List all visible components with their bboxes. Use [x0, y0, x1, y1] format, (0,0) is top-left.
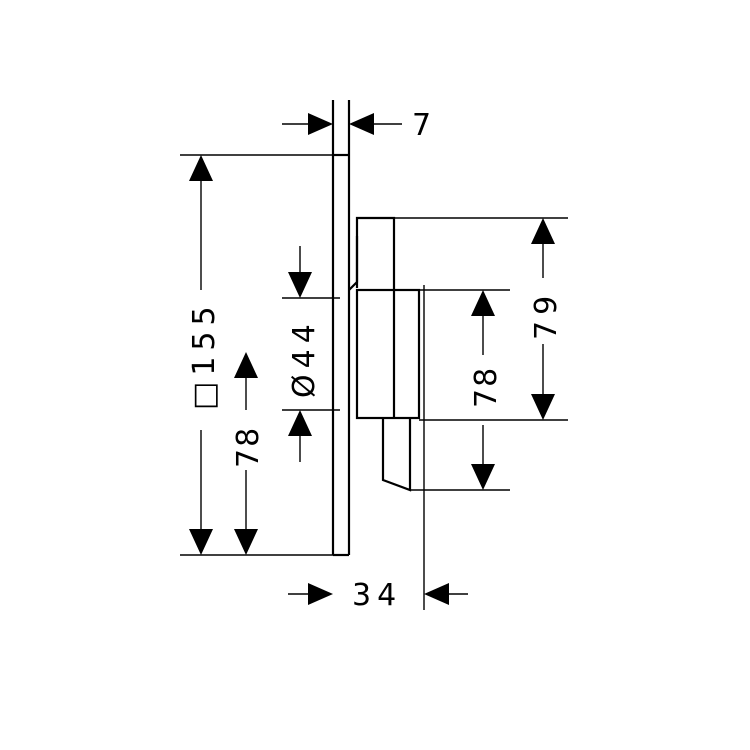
dim-label-7: 7: [412, 108, 431, 143]
dim-plate-size: □155: [187, 155, 222, 555]
dim-label-79: 79: [529, 290, 564, 340]
dim-label-34: 34: [352, 578, 402, 613]
extension-lines: [180, 154, 568, 556]
dim-label-44: Ø44: [287, 318, 322, 398]
wall-plate: [331, 100, 351, 557]
dim-handle-lower: 78: [469, 290, 504, 490]
dim-label-78-right: 78: [469, 366, 504, 408]
dim-depth: 34: [288, 578, 468, 613]
dim-handle-height: 79: [529, 218, 564, 420]
dim-handle-diameter: Ø44: [287, 246, 322, 462]
dim-plate-half: 78: [231, 352, 266, 555]
dim-label-155: □155: [187, 300, 222, 410]
dim-plate-thickness: 7: [282, 108, 431, 143]
dim-label-78-left: 78: [231, 426, 266, 468]
handle-body: [348, 216, 425, 610]
